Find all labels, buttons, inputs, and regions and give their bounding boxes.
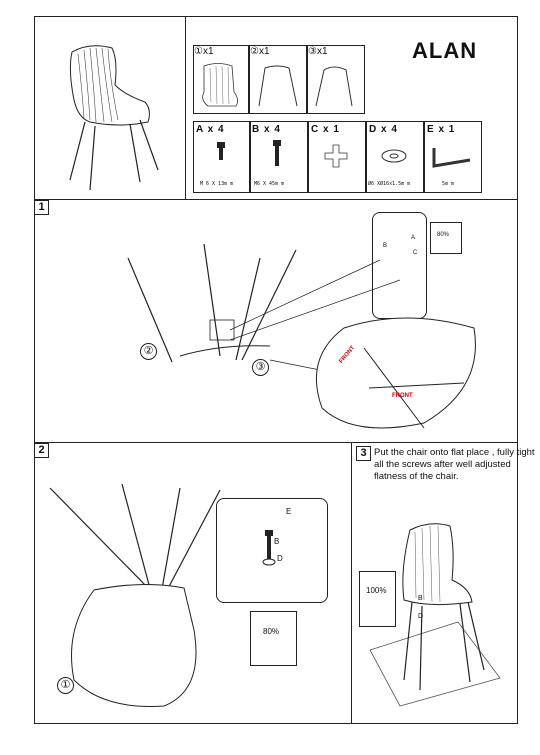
step-3-instruction: Put the chair onto flat place , fully ti… bbox=[374, 447, 535, 482]
part-box-back-legs bbox=[306, 45, 365, 114]
step3-detail-letter-b: B bbox=[418, 595, 423, 602]
allen-key-icon bbox=[432, 148, 471, 168]
step1-bottom-line bbox=[34, 442, 517, 443]
step3-divider bbox=[351, 442, 352, 723]
step3-chair-on-floor bbox=[369, 523, 501, 707]
hw-spec-b: M6 X 45m m bbox=[254, 181, 285, 187]
hw-box-e bbox=[423, 121, 482, 193]
torque-80-label-step1: 80% bbox=[437, 232, 450, 238]
step1-detail-letter-b: B bbox=[383, 243, 388, 249]
torque-80-box-step1 bbox=[430, 222, 462, 254]
step2-detail-bolt-icon bbox=[262, 530, 276, 566]
torque-80-label-step2: 80% bbox=[263, 627, 280, 636]
front-label-2: FRONT bbox=[392, 393, 413, 399]
hw-box-c bbox=[307, 121, 367, 193]
step-3-number: 3 bbox=[356, 446, 371, 461]
hw-label-b: B x 4 bbox=[252, 124, 281, 135]
front-legs-part-icon bbox=[258, 65, 298, 107]
step-2-number: 2 bbox=[34, 443, 49, 458]
part-label-3: ③x1 bbox=[308, 46, 328, 57]
step1-detail-letter-c: C bbox=[413, 250, 418, 256]
long-bolt-icon bbox=[273, 140, 281, 166]
callout-part-2: ② bbox=[140, 343, 157, 360]
hw-label-d: D x 4 bbox=[369, 124, 398, 135]
callout-part-1: ① bbox=[57, 677, 74, 694]
torque-100-label: 100% bbox=[366, 586, 387, 595]
part-box-seat bbox=[193, 45, 250, 114]
step1-detail-letter-a: A bbox=[411, 235, 416, 241]
chair-overview-illustration bbox=[69, 45, 159, 191]
torque-80-box-step2 bbox=[250, 611, 297, 666]
manual-page-frame bbox=[34, 16, 518, 724]
washer-icon bbox=[381, 149, 407, 163]
part-box-front-legs bbox=[248, 45, 308, 114]
torque-100-box bbox=[359, 571, 396, 627]
seat-part-icon bbox=[202, 63, 238, 107]
hw-box-d bbox=[365, 121, 425, 193]
product-title: ALAN bbox=[412, 38, 478, 63]
step2-chair-upside-down bbox=[49, 483, 221, 707]
header-divider bbox=[185, 16, 186, 199]
step3-detail-letter-d: D bbox=[418, 613, 424, 620]
step1-leader-lines bbox=[229, 259, 401, 371]
step1-chair-upside-down bbox=[127, 243, 297, 363]
step2-detail-letter-b: B bbox=[274, 537, 280, 546]
bolt-icon bbox=[217, 142, 225, 160]
step2-detail-box bbox=[216, 498, 328, 603]
step2-detail-letter-e: E bbox=[286, 507, 292, 516]
step-1-number: 1 bbox=[34, 200, 49, 215]
back-legs-part-icon bbox=[315, 66, 353, 107]
hw-box-a bbox=[193, 121, 251, 193]
step2-detail-letter-d: D bbox=[277, 554, 283, 563]
hw-label-e: E x 1 bbox=[427, 124, 456, 135]
hw-box-b bbox=[249, 121, 309, 193]
part-label-1: ①x1 bbox=[194, 46, 214, 57]
cross-connector-icon bbox=[324, 144, 348, 168]
step1-detail-top bbox=[372, 212, 427, 319]
callout-part-3: ③ bbox=[252, 359, 269, 376]
hw-spec-a: M 6 X 13m m bbox=[200, 181, 234, 187]
hw-spec-e: 5m m bbox=[442, 181, 455, 187]
hw-label-c: C x 1 bbox=[311, 124, 340, 135]
step1-detail-circle bbox=[315, 317, 476, 429]
hw-spec-d: Ø6 XØ16x1.5m m bbox=[368, 181, 411, 187]
header-bottom-line bbox=[34, 199, 517, 200]
part-label-2: ②x1 bbox=[250, 46, 270, 57]
hw-label-a: A x 4 bbox=[196, 124, 225, 135]
